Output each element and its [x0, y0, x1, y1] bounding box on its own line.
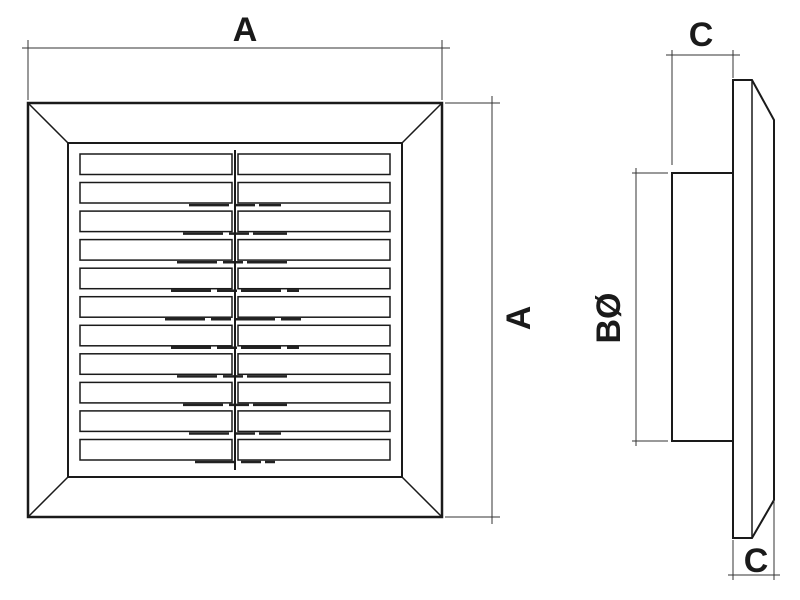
- side-top-depth-dimension: C: [666, 16, 740, 165]
- front-view: [26, 101, 444, 519]
- slat-right-9: [237, 381, 391, 404]
- slat-right-4: [237, 238, 391, 261]
- slat-right-3: [237, 210, 391, 233]
- label-side-top-depth: C: [689, 16, 714, 54]
- slat-left-8: [79, 353, 233, 376]
- slat-right-11: [237, 438, 391, 461]
- slat-right-10: [237, 410, 391, 433]
- slat-right-2: [237, 181, 391, 204]
- outer-frame: [26, 101, 444, 519]
- bevel-bottom-left: [27, 476, 69, 518]
- slat-right-6: [237, 295, 391, 318]
- slat-left-1: [79, 153, 233, 176]
- label-front-width: A: [233, 11, 258, 49]
- slat-left-9: [79, 381, 233, 404]
- front-width-dimension: A: [22, 11, 450, 100]
- front-height-dimension: A: [445, 96, 538, 524]
- face-plate: [732, 79, 775, 539]
- bevel-top-left: [27, 102, 69, 144]
- slat-left-5: [79, 267, 233, 290]
- slat-right-5: [237, 267, 391, 290]
- slat-left-11: [79, 438, 233, 461]
- inner-opening: [67, 142, 403, 478]
- bevel-bottom-right: [401, 476, 443, 518]
- label-diameter: BØ: [590, 293, 628, 344]
- label-front-height: A: [500, 306, 538, 331]
- diameter-dimension: BØ: [590, 168, 668, 446]
- duct-spigot: [671, 172, 734, 442]
- slat-left-6: [79, 295, 233, 318]
- label-side-bottom-depth: C: [744, 542, 769, 580]
- side-bottom-depth-dimension: C: [728, 500, 780, 580]
- side-view: [671, 79, 775, 539]
- slat-left-2: [79, 181, 233, 204]
- slat-left-10: [79, 410, 233, 433]
- bevel-top-right: [401, 102, 443, 144]
- slat-right-7: [237, 324, 391, 347]
- slat-left-3: [79, 210, 233, 233]
- slat-left-4: [79, 238, 233, 261]
- slat-left-7: [79, 324, 233, 347]
- slat-right-1: [237, 153, 391, 176]
- slat-right-8: [237, 353, 391, 376]
